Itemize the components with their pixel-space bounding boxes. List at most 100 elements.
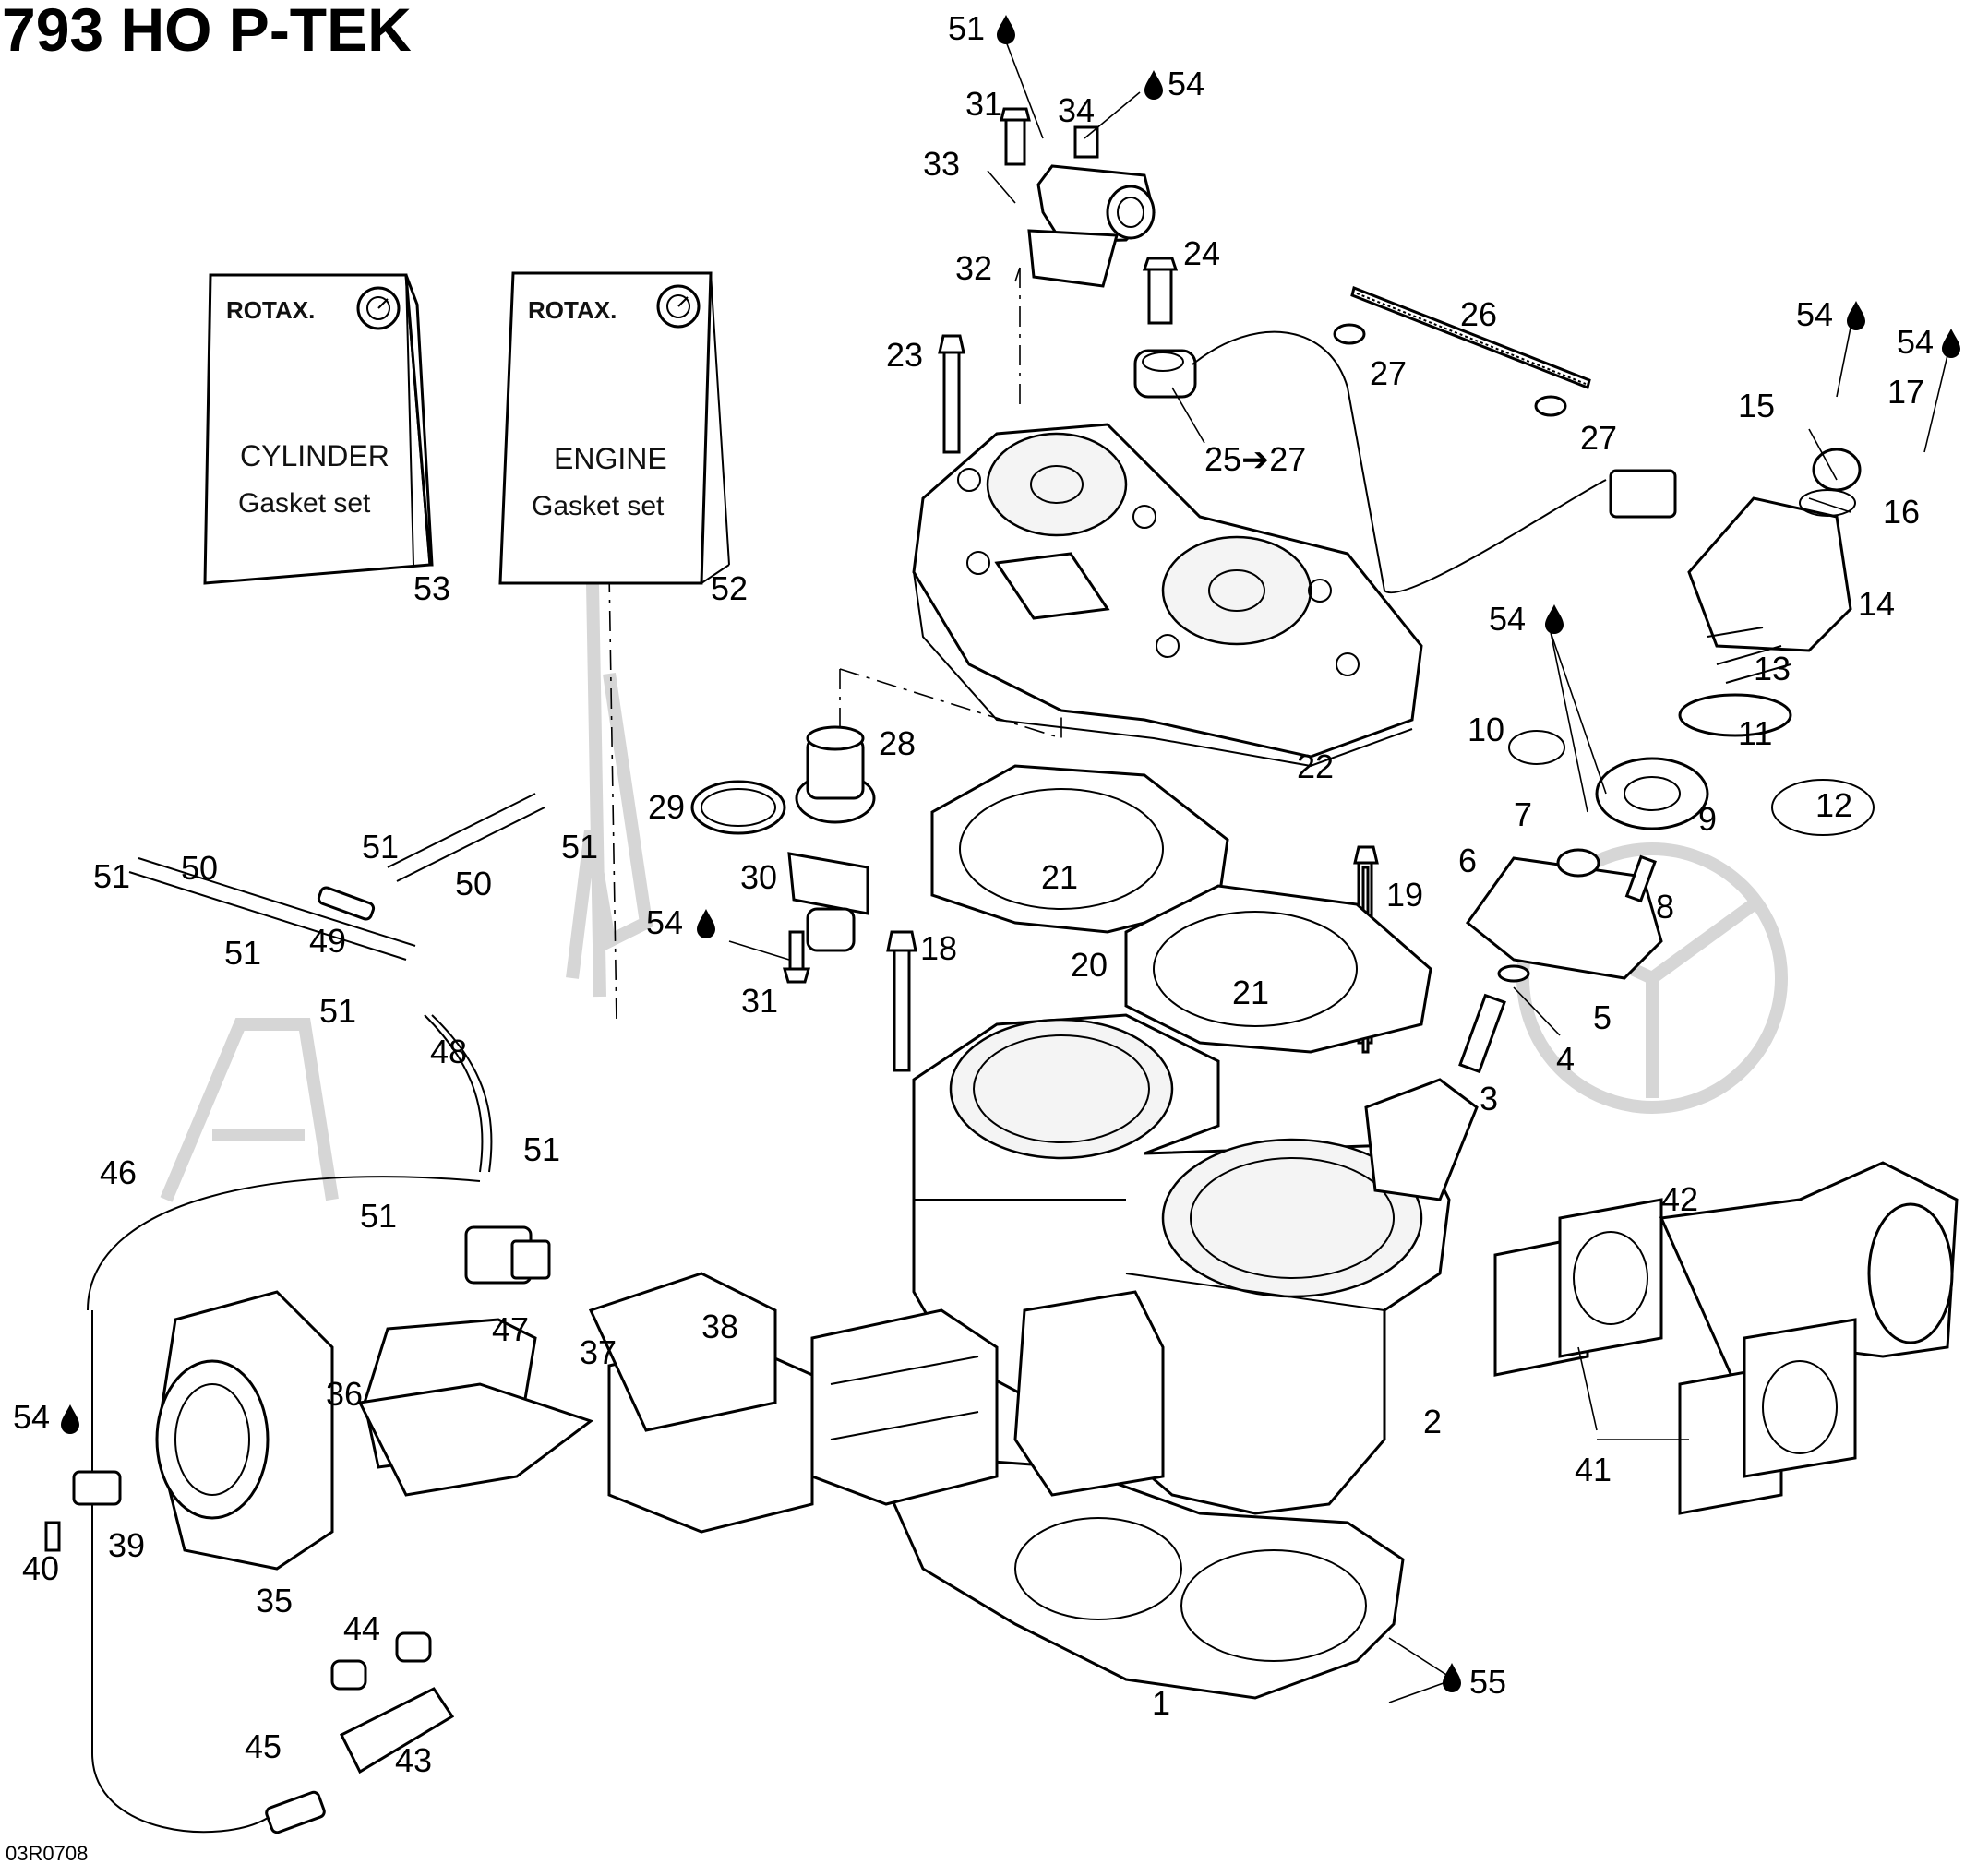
- drop-icon: [1942, 329, 1960, 358]
- callout-label: 40: [22, 1549, 59, 1587]
- callout-label: 21: [1232, 974, 1269, 1011]
- kit-line1: CYLINDER: [240, 439, 389, 472]
- callout-label: 33: [923, 145, 960, 183]
- callout-label: 26: [1460, 295, 1497, 333]
- callout-label: 29: [648, 788, 685, 826]
- callout-label: 10: [1468, 711, 1504, 748]
- callout-label: 2: [1423, 1403, 1442, 1440]
- callout-label: 47: [492, 1310, 529, 1348]
- kit-line2: Gasket set: [238, 488, 371, 519]
- callout-label: 19: [1386, 876, 1423, 914]
- callout-label: 11: [1738, 714, 1772, 752]
- callout-label: 5: [1593, 998, 1612, 1036]
- callout-label: 54: [1489, 600, 1526, 638]
- callout-label: 28: [879, 724, 916, 762]
- drop-icon: [61, 1404, 79, 1434]
- callout-label: 51: [319, 992, 356, 1030]
- drop-icon: [1847, 301, 1865, 330]
- gasket-kit-engine: ROTAX. ENGINE Gasket set: [498, 271, 730, 585]
- callout-label: 51: [523, 1130, 560, 1168]
- drop-icon: [1144, 70, 1163, 100]
- drop-icons: [61, 15, 1960, 1692]
- callout-label: 39: [108, 1526, 145, 1564]
- knock-sensor: [1133, 257, 1677, 594]
- callout-label: 17: [1887, 373, 1924, 411]
- exhaust-manifold: [1493, 1161, 1959, 1515]
- reed-valves: [155, 1272, 1165, 1571]
- callout-label: 23: [886, 336, 923, 374]
- gauge-logo-icon: [356, 286, 401, 330]
- callout-label: 45: [245, 1727, 282, 1765]
- callout-label: 54: [1796, 295, 1833, 333]
- callout-label: 12: [1815, 786, 1852, 824]
- callout-label: 31: [741, 982, 778, 1020]
- callout-label: 25➔27: [1204, 440, 1306, 478]
- callout-label: 32: [955, 249, 992, 287]
- callout-label: 9: [1698, 800, 1717, 838]
- callout-label: 51: [360, 1197, 397, 1235]
- callout-label: 27: [1370, 354, 1407, 392]
- callout-label: 41: [1575, 1451, 1612, 1488]
- callout-label: 42: [1661, 1180, 1698, 1218]
- valve-housing: [1465, 848, 1663, 980]
- callout-label: 51: [561, 828, 598, 866]
- callout-label: 14: [1858, 585, 1895, 623]
- callout-label: 51: [224, 934, 261, 972]
- callout-label: 54: [1168, 65, 1204, 102]
- callout-label: 8: [1656, 888, 1674, 926]
- callout-label: 20: [1071, 946, 1108, 984]
- callout-label: 4: [1556, 1040, 1575, 1078]
- callout-label: 35: [256, 1582, 293, 1619]
- thermostat: [690, 725, 876, 952]
- callout-label: 30: [740, 858, 777, 896]
- hoses-and-fittings: [44, 793, 551, 1834]
- head-gaskets: [930, 764, 1432, 1054]
- callout-label: 48: [430, 1033, 467, 1070]
- drop-icon: [697, 909, 715, 938]
- callout-label: 50: [455, 865, 492, 902]
- callout-label: 37: [580, 1333, 617, 1371]
- callout-label: 51: [948, 9, 985, 47]
- drop-icon: [997, 15, 1015, 44]
- kit-number: 53: [413, 569, 450, 607]
- water-outlet: [1000, 107, 1156, 288]
- callout-label: 50: [181, 849, 218, 887]
- callout-label: 46: [100, 1153, 137, 1191]
- callout-label: 27: [1580, 419, 1617, 457]
- callout-label: 54: [1897, 323, 1934, 361]
- callout-label: 15: [1738, 387, 1775, 424]
- callout-label: 7: [1514, 795, 1532, 833]
- callout-label: 36: [326, 1375, 363, 1413]
- callout-label: 51: [362, 828, 399, 866]
- kit-number: 52: [711, 569, 748, 607]
- drop-icon: [1545, 604, 1564, 634]
- kit-line1: ENGINE: [554, 442, 667, 475]
- gauge-logo-icon: [656, 284, 701, 329]
- callout-label: 38: [701, 1308, 738, 1345]
- callout-label: 1: [1152, 1684, 1170, 1722]
- leader-lines: [728, 41, 1948, 1703]
- callout-label: 18: [920, 929, 957, 967]
- callout-label: 49: [309, 922, 346, 960]
- callout-label: 43: [395, 1741, 432, 1779]
- callout-labels: 1 2 3 4 5 6 7 8 9 10 11 12 13 14 15 16 1…: [13, 9, 1934, 1779]
- rave-valve: [1508, 448, 1875, 836]
- kit-brand: ROTAX.: [226, 296, 315, 324]
- kit-line2: Gasket set: [532, 491, 665, 521]
- callout-label: 44: [343, 1609, 380, 1647]
- callout-label: 24: [1183, 234, 1220, 272]
- callout-label: 34: [1058, 91, 1095, 129]
- diagram-title: 793 HO P-TEK: [2, 0, 412, 64]
- callout-label: 16: [1883, 493, 1920, 531]
- callout-label: 31: [965, 85, 1002, 123]
- callout-label: 54: [646, 903, 683, 941]
- kit-brand: ROTAX.: [528, 296, 617, 324]
- callout-label: 3: [1480, 1080, 1498, 1117]
- callout-label: 6: [1458, 842, 1477, 879]
- callout-label: 22: [1297, 747, 1334, 785]
- callout-label: 21: [1041, 858, 1078, 896]
- image-code: 03R0708: [6, 1842, 89, 1865]
- tension-rod: [1333, 285, 1591, 417]
- callout-label: 13: [1754, 650, 1791, 687]
